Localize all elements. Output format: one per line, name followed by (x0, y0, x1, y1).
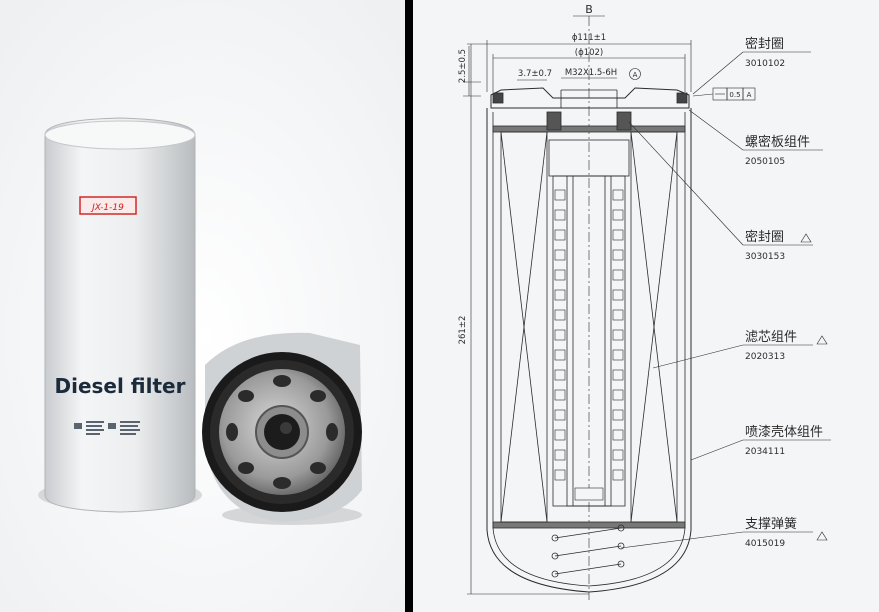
part-code: 3010102 (745, 59, 785, 69)
part-seal-ring-2: 密封圈 3030153 (745, 229, 812, 262)
support-spring (551, 524, 625, 578)
warning-triangle-icon (800, 233, 812, 243)
view-mark: B (585, 3, 593, 16)
sticker-code: JX-1-19 (90, 203, 124, 213)
part-support-spring: 支撑弹簧 4015019 (745, 516, 828, 549)
part-code: 2034111 (745, 447, 785, 457)
part-screw-plate: 螺密板组件 2050105 (745, 134, 810, 167)
photo-illustration: JX-1-19 Diesel filter (0, 0, 405, 612)
warning-triangle-icon (816, 531, 828, 541)
part-name: 螺密板组件 (745, 134, 810, 150)
part-painted-housing: 喷漆壳体组件 2034111 (745, 424, 823, 457)
dim-flatness-datum: A (747, 91, 752, 99)
dim-outer-diameter: ϕ111±1 (572, 33, 606, 43)
part-name: 喷漆壳体组件 (745, 424, 823, 440)
part-callouts: 密封圈 3010102 螺密板组件 2050105 密封圈 3030153 滤芯… (745, 36, 828, 549)
leader-lines (620, 51, 831, 549)
diesel-filter-label: Diesel filter (55, 374, 186, 398)
product-photo: JX-1-19 Diesel filter (0, 0, 405, 612)
part-filter-element: 滤芯组件 2020313 (745, 330, 828, 362)
drawing-svg: B ϕ111±1 (ϕ102) M32X1.5-6H A 3.7±0.7 0.5… (458, 3, 831, 600)
part-name: 滤芯组件 (745, 330, 797, 345)
dim-inner-diameter: (ϕ102) (575, 48, 603, 58)
part-name: 支撑弹簧 (745, 516, 797, 532)
part-code: 4015019 (745, 539, 785, 549)
plate-holes (226, 375, 338, 489)
part-code: 2050105 (745, 157, 785, 167)
dim-gap: 3.7±0.7 (518, 69, 552, 79)
fine-print (74, 421, 140, 435)
warning-triangle-icon (816, 335, 828, 345)
dim-height: 261±2 (458, 316, 468, 345)
dim-thread: M32X1.5-6H (565, 68, 617, 78)
part-code: 2020313 (745, 352, 785, 362)
part-name: 密封圈 (745, 229, 784, 245)
part-code: 3030153 (745, 252, 785, 262)
part-seal-ring-1: 密封圈 3010102 (745, 36, 785, 69)
part-name: 密封圈 (745, 36, 784, 52)
dim-top-offset: 2.5±0.5 (458, 49, 468, 83)
filter-base-plate (202, 332, 362, 525)
dim-datum: A (633, 71, 638, 79)
tall-filter-can: JX-1-19 Diesel filter (38, 117, 202, 513)
tube-perforations (554, 189, 624, 501)
technical-drawing: B ϕ111±1 (ϕ102) M32X1.5-6H A 3.7±0.7 0.5… (413, 0, 879, 612)
dim-flatness: 0.5 (729, 91, 740, 99)
